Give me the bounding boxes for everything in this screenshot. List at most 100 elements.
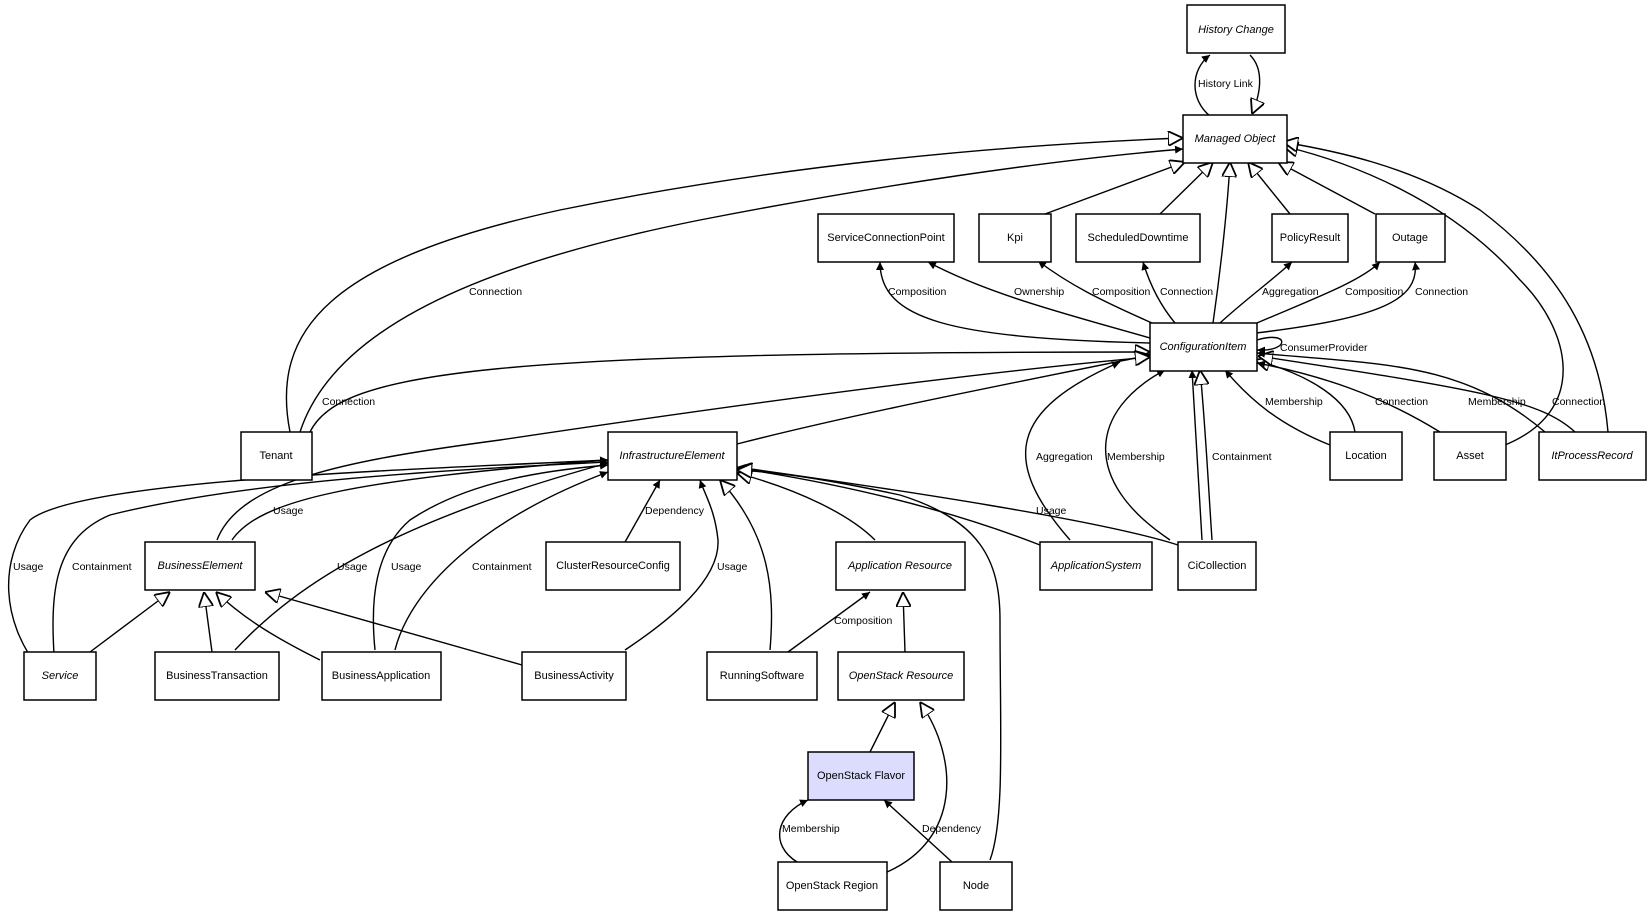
node-business-transaction[interactable]: BusinessTransaction: [154, 651, 280, 701]
edge-ci-outage-connection: [1255, 261, 1421, 334]
edge-region-osr-generalization: [886, 702, 948, 873]
label-mo-tenant-connection: Connection: [469, 286, 522, 298]
edge-ci-generalization: [1212, 162, 1230, 324]
node-managed-object[interactable]: Managed Object: [1182, 114, 1288, 164]
node-service-connection-point[interactable]: ServiceConnectionPoint: [817, 213, 955, 263]
node-label: BusinessApplication: [332, 670, 430, 682]
node-history-change[interactable]: History Change: [1186, 4, 1286, 54]
edge-bact-be-generalization: [265, 592, 523, 666]
edge-osr-ar-generalization: [903, 592, 905, 653]
edge-ipr-ci-membership: [1256, 349, 1546, 433]
edge-ci-kpi-composition: [1037, 260, 1153, 324]
edge-ie-ci-generalization: [736, 355, 1150, 445]
node-label: RunningSoftware: [720, 670, 804, 682]
node-tenant[interactable]: Tenant: [240, 431, 313, 481]
edge-node-ie-generalization: [737, 470, 1002, 861]
node-label: History Change: [1198, 24, 1274, 36]
edge-bt-be-generalization: [204, 592, 212, 653]
edge-bact-ie-usage: [624, 479, 719, 651]
edge-crc-ie-dependency: [624, 479, 661, 543]
edge-asset-generalization: [1283, 146, 1564, 446]
edge-location-ci-membership: [1224, 369, 1331, 446]
label-history-link: History Link: [1198, 78, 1254, 90]
label-ci-consumer-provider: ConsumerProvider: [1280, 342, 1368, 354]
label-ci-cc-containment: Containment: [1212, 451, 1272, 463]
node-asset[interactable]: Asset: [1433, 431, 1507, 481]
node-openstack-region[interactable]: OpenStack Region: [777, 861, 888, 911]
node-configuration-item[interactable]: ConfigurationItem: [1149, 322, 1258, 372]
edge-labels: History Link Connection Connection Compo…: [13, 78, 1605, 835]
node-label: OpenStack Resource: [849, 670, 954, 682]
edge-node-flavor-dependency: [883, 799, 953, 863]
node-label: Outage: [1392, 232, 1428, 244]
label-ci-scp-composition: Composition: [888, 286, 947, 298]
node-scheduled-downtime[interactable]: ScheduledDowntime: [1075, 213, 1201, 263]
label-ie-crc-dependency: Dependency: [645, 505, 705, 517]
node-it-process-record[interactable]: ItProcessRecord: [1538, 431, 1647, 481]
node-business-element[interactable]: BusinessElement: [144, 541, 256, 591]
label-ci-ipr-connection: Connection: [1552, 396, 1605, 408]
edge-ba-ie-usage: [372, 461, 609, 651]
edge-scheduled-downtime-generalization: [1159, 162, 1213, 215]
node-label: Asset: [1456, 450, 1484, 462]
edge-tenant-generalization: [285, 138, 1183, 433]
node-label: Service: [42, 670, 79, 682]
label-ie-bact-usage: Usage: [717, 561, 748, 573]
label-flavor-node-dependency: Dependency: [922, 823, 982, 835]
node-label: Node: [963, 880, 989, 892]
node-node[interactable]: Node: [939, 861, 1013, 911]
node-label: ServiceConnectionPoint: [827, 232, 944, 244]
node-cluster-resource-config[interactable]: ClusterResourceConfig: [545, 541, 681, 591]
node-label: ClusterResourceConfig: [556, 560, 670, 572]
edge-as-ci-aggregation: [1024, 361, 1121, 541]
edge-history-link-association: [1194, 54, 1211, 117]
node-outage[interactable]: Outage: [1375, 213, 1446, 263]
edge-ci-sd-connection: [1141, 261, 1176, 324]
edge-policy-result-generalization: [1248, 162, 1291, 215]
node-application-resource[interactable]: Application Resource: [835, 541, 966, 591]
node-service[interactable]: Service: [23, 651, 97, 701]
edge-rs-ar-composition: [787, 591, 871, 653]
edge-ar-ie-generalization: [737, 473, 876, 541]
edge-history-change-generalization: [1249, 54, 1260, 114]
node-label: Tenant: [259, 450, 292, 462]
label-ie-ba-usage: Usage: [391, 561, 422, 573]
label-ci-outage-connection: Connection: [1415, 286, 1468, 298]
node-label: PolicyResult: [1280, 232, 1341, 244]
node-label: CiCollection: [1188, 560, 1247, 572]
edge-as-ie-generalization: [737, 468, 1041, 546]
node-openstack-flavor[interactable]: OpenStack Flavor: [807, 751, 915, 801]
node-business-activity[interactable]: BusinessActivity: [521, 651, 627, 701]
label-ci-as-aggregation: Aggregation: [1036, 451, 1093, 463]
edge-service-ie-containment: [52, 458, 609, 671]
node-ci-collection[interactable]: CiCollection: [1177, 541, 1257, 591]
diagram-nodes: History Change Managed Object ServiceCon…: [23, 4, 1647, 911]
edge-region-flavor-membership: [779, 799, 809, 863]
node-infrastructure-element[interactable]: InfrastructureElement: [607, 431, 738, 481]
node-label: Location: [1345, 450, 1387, 462]
label-ie-service-usage: Usage: [13, 561, 44, 573]
node-label: ApplicationSystem: [1050, 560, 1142, 572]
edge-it-process-record-generalization: [1283, 142, 1609, 433]
label-flavor-region-membership: Membership: [782, 823, 840, 835]
node-label: BusinessActivity: [534, 670, 614, 682]
label-ci-sd-connection: Connection: [1160, 286, 1213, 298]
label-ci-outage-composition: Composition: [1345, 286, 1404, 298]
edge-rs-ie-generalization: [720, 480, 773, 651]
node-running-software[interactable]: RunningSoftware: [706, 651, 818, 701]
node-kpi[interactable]: Kpi: [978, 213, 1052, 263]
edge-ci-scp-composition: [876, 261, 1151, 344]
node-business-application[interactable]: BusinessApplication: [321, 651, 442, 701]
edge-ba-be-generalization: [216, 592, 321, 661]
node-location[interactable]: Location: [1329, 431, 1403, 481]
node-application-system[interactable]: ApplicationSystem: [1039, 541, 1153, 591]
node-openstack-resource[interactable]: OpenStack Resource: [837, 651, 965, 701]
edge-be-ie-usage: [231, 456, 609, 541]
edge-flavor-osr-generalization: [869, 702, 895, 753]
label-ie-ba-containment: Containment: [472, 561, 532, 573]
node-label: OpenStack Flavor: [817, 770, 905, 782]
node-policy-result[interactable]: PolicyResult: [1271, 213, 1349, 263]
label-ie-bt-usage: Usage: [337, 561, 368, 573]
label-ci-asset-connection: Connection: [1375, 396, 1428, 408]
